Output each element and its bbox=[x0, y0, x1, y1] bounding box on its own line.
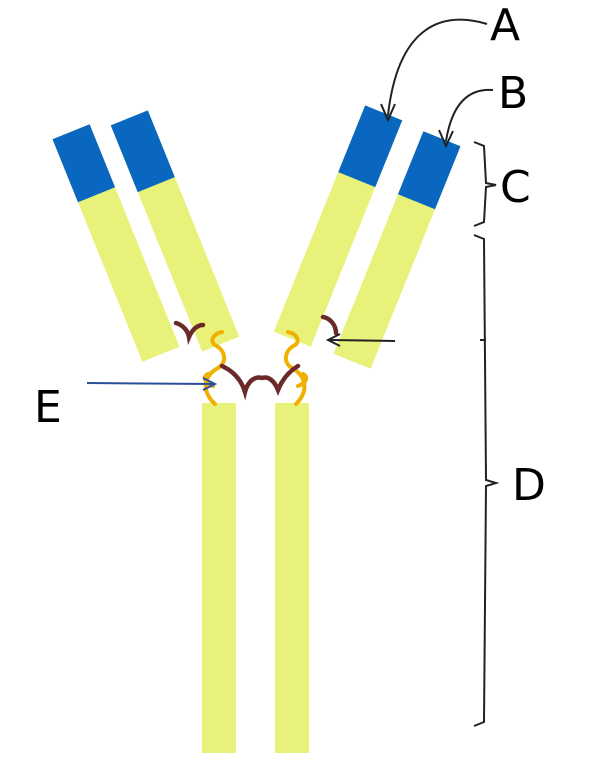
variable-region-heavy-right bbox=[338, 105, 403, 188]
label-c: C bbox=[500, 162, 531, 213]
brackets bbox=[473, 141, 500, 727]
label-e: E bbox=[34, 382, 62, 433]
disulfide-bonds bbox=[173, 314, 339, 401]
pointer-disulfide bbox=[329, 339, 396, 342]
label-a: A bbox=[490, 0, 520, 51]
heavy-chain-arm-right bbox=[273, 105, 403, 347]
disulfide-bond-light-heavy-left bbox=[173, 320, 206, 345]
variable-region-light-right bbox=[397, 131, 461, 210]
pointer-e bbox=[86, 382, 215, 385]
pointer-arrows bbox=[86, 18, 494, 391]
variable-region-heavy-left bbox=[110, 110, 175, 193]
light-chain-left bbox=[52, 124, 180, 362]
heavy-chain-stem-right bbox=[275, 403, 309, 753]
pointer-a bbox=[387, 18, 488, 116]
pointer-b bbox=[445, 88, 494, 142]
light-chain-right bbox=[333, 131, 461, 369]
heavy-chain-arm-left bbox=[110, 110, 240, 352]
label-b: B bbox=[498, 68, 528, 119]
variable-region-light-left bbox=[52, 124, 116, 203]
disulfide-bond-light-heavy-right bbox=[320, 314, 339, 336]
heavy-chain-stem-left bbox=[202, 403, 236, 753]
label-d: D bbox=[512, 460, 546, 511]
bracket-d bbox=[473, 234, 500, 727]
bracket-c bbox=[473, 141, 497, 227]
disulfide-bond-heavy-heavy bbox=[219, 363, 301, 401]
